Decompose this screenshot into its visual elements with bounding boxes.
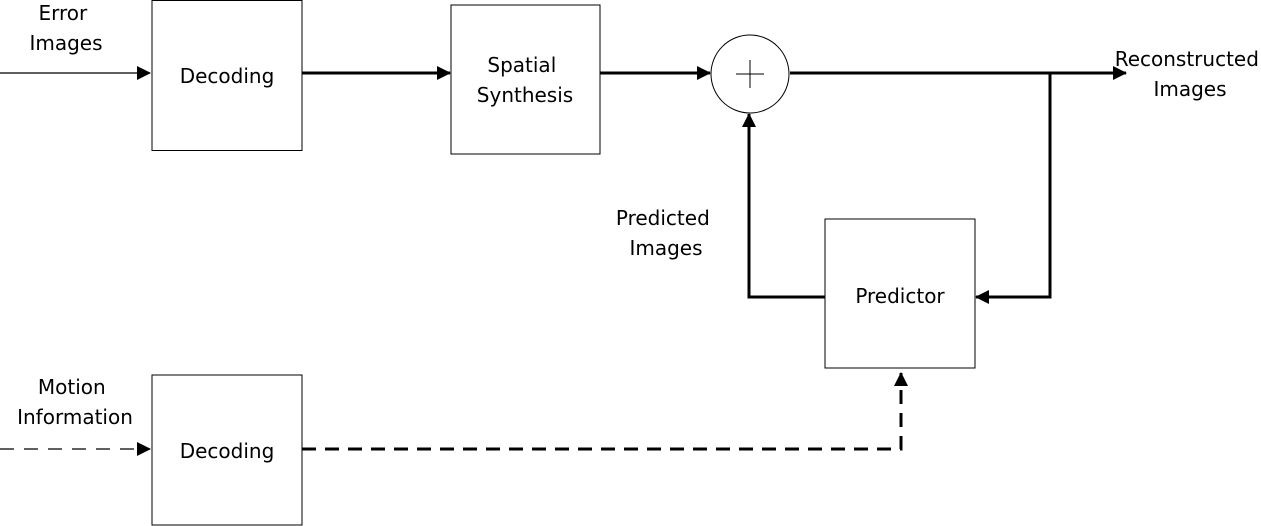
reconstructed-images-label: Reconstructed Images bbox=[1115, 47, 1261, 101]
predicted-images-label: Predicted Images bbox=[616, 206, 716, 260]
motion-information-label: Motion Information bbox=[17, 375, 133, 429]
error-images-label: Error Images bbox=[29, 1, 102, 55]
motion-to-predictor-arrow bbox=[302, 372, 908, 451]
predictor-block bbox=[824, 218, 976, 369]
feedback-to-predictor-arrow bbox=[975, 73, 1052, 304]
decoding-top-label: Decoding bbox=[180, 64, 275, 88]
decoding-bottom-block bbox=[151, 374, 303, 526]
spatial-synthesis-block bbox=[450, 4, 601, 155]
predictor-to-adder-arrow bbox=[742, 113, 825, 299]
adder-node bbox=[710, 34, 790, 114]
decoding-top-block bbox=[151, 0, 303, 151]
decoding-bottom-label: Decoding bbox=[180, 439, 275, 463]
predictor-label: Predictor bbox=[855, 284, 945, 308]
spatial-synthesis-label: Spatial Synthesis bbox=[477, 53, 573, 107]
